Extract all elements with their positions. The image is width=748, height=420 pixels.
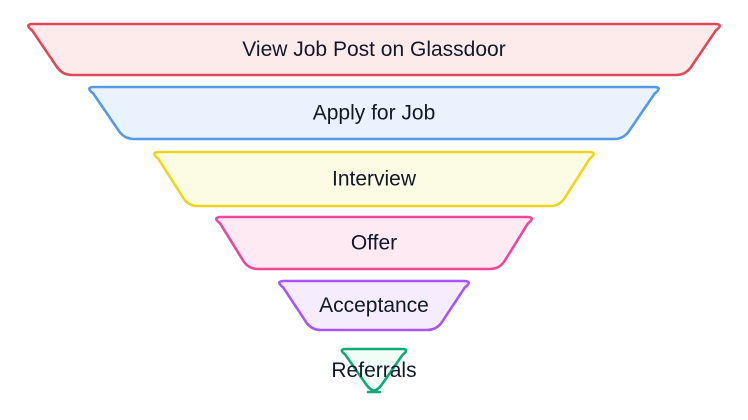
funnel-label-referrals: Referrals <box>331 359 416 382</box>
funnel-band-acceptance[interactable] <box>277 279 471 332</box>
funnel-band-group-0[interactable]: View Job Post on Glassdoor <box>26 22 722 77</box>
funnel-band-group-2[interactable]: Interview <box>153 150 595 208</box>
funnel-label-acceptance: Acceptance <box>319 294 429 317</box>
funnel-label-apply-for-job: Apply for Job <box>313 102 436 125</box>
funnel-band-view-job-post[interactable] <box>26 22 722 77</box>
funnel-label-offer: Offer <box>351 232 397 255</box>
funnel-band-group-5[interactable]: Referrals <box>331 347 417 394</box>
funnel-band-group-4[interactable]: Acceptance <box>277 279 471 332</box>
funnel-label-interview: Interview <box>332 168 417 191</box>
funnel-label-view-job-post: View Job Post on Glassdoor <box>242 38 505 61</box>
funnel-band-referrals[interactable] <box>340 347 408 394</box>
funnel-band-offer[interactable] <box>215 215 533 271</box>
funnel-band-group-1[interactable]: Apply for Job <box>87 85 661 141</box>
funnel-band-interview[interactable] <box>153 150 595 208</box>
funnel-band-group-3[interactable]: Offer <box>215 215 533 271</box>
funnel-band-apply-for-job[interactable] <box>87 85 661 141</box>
